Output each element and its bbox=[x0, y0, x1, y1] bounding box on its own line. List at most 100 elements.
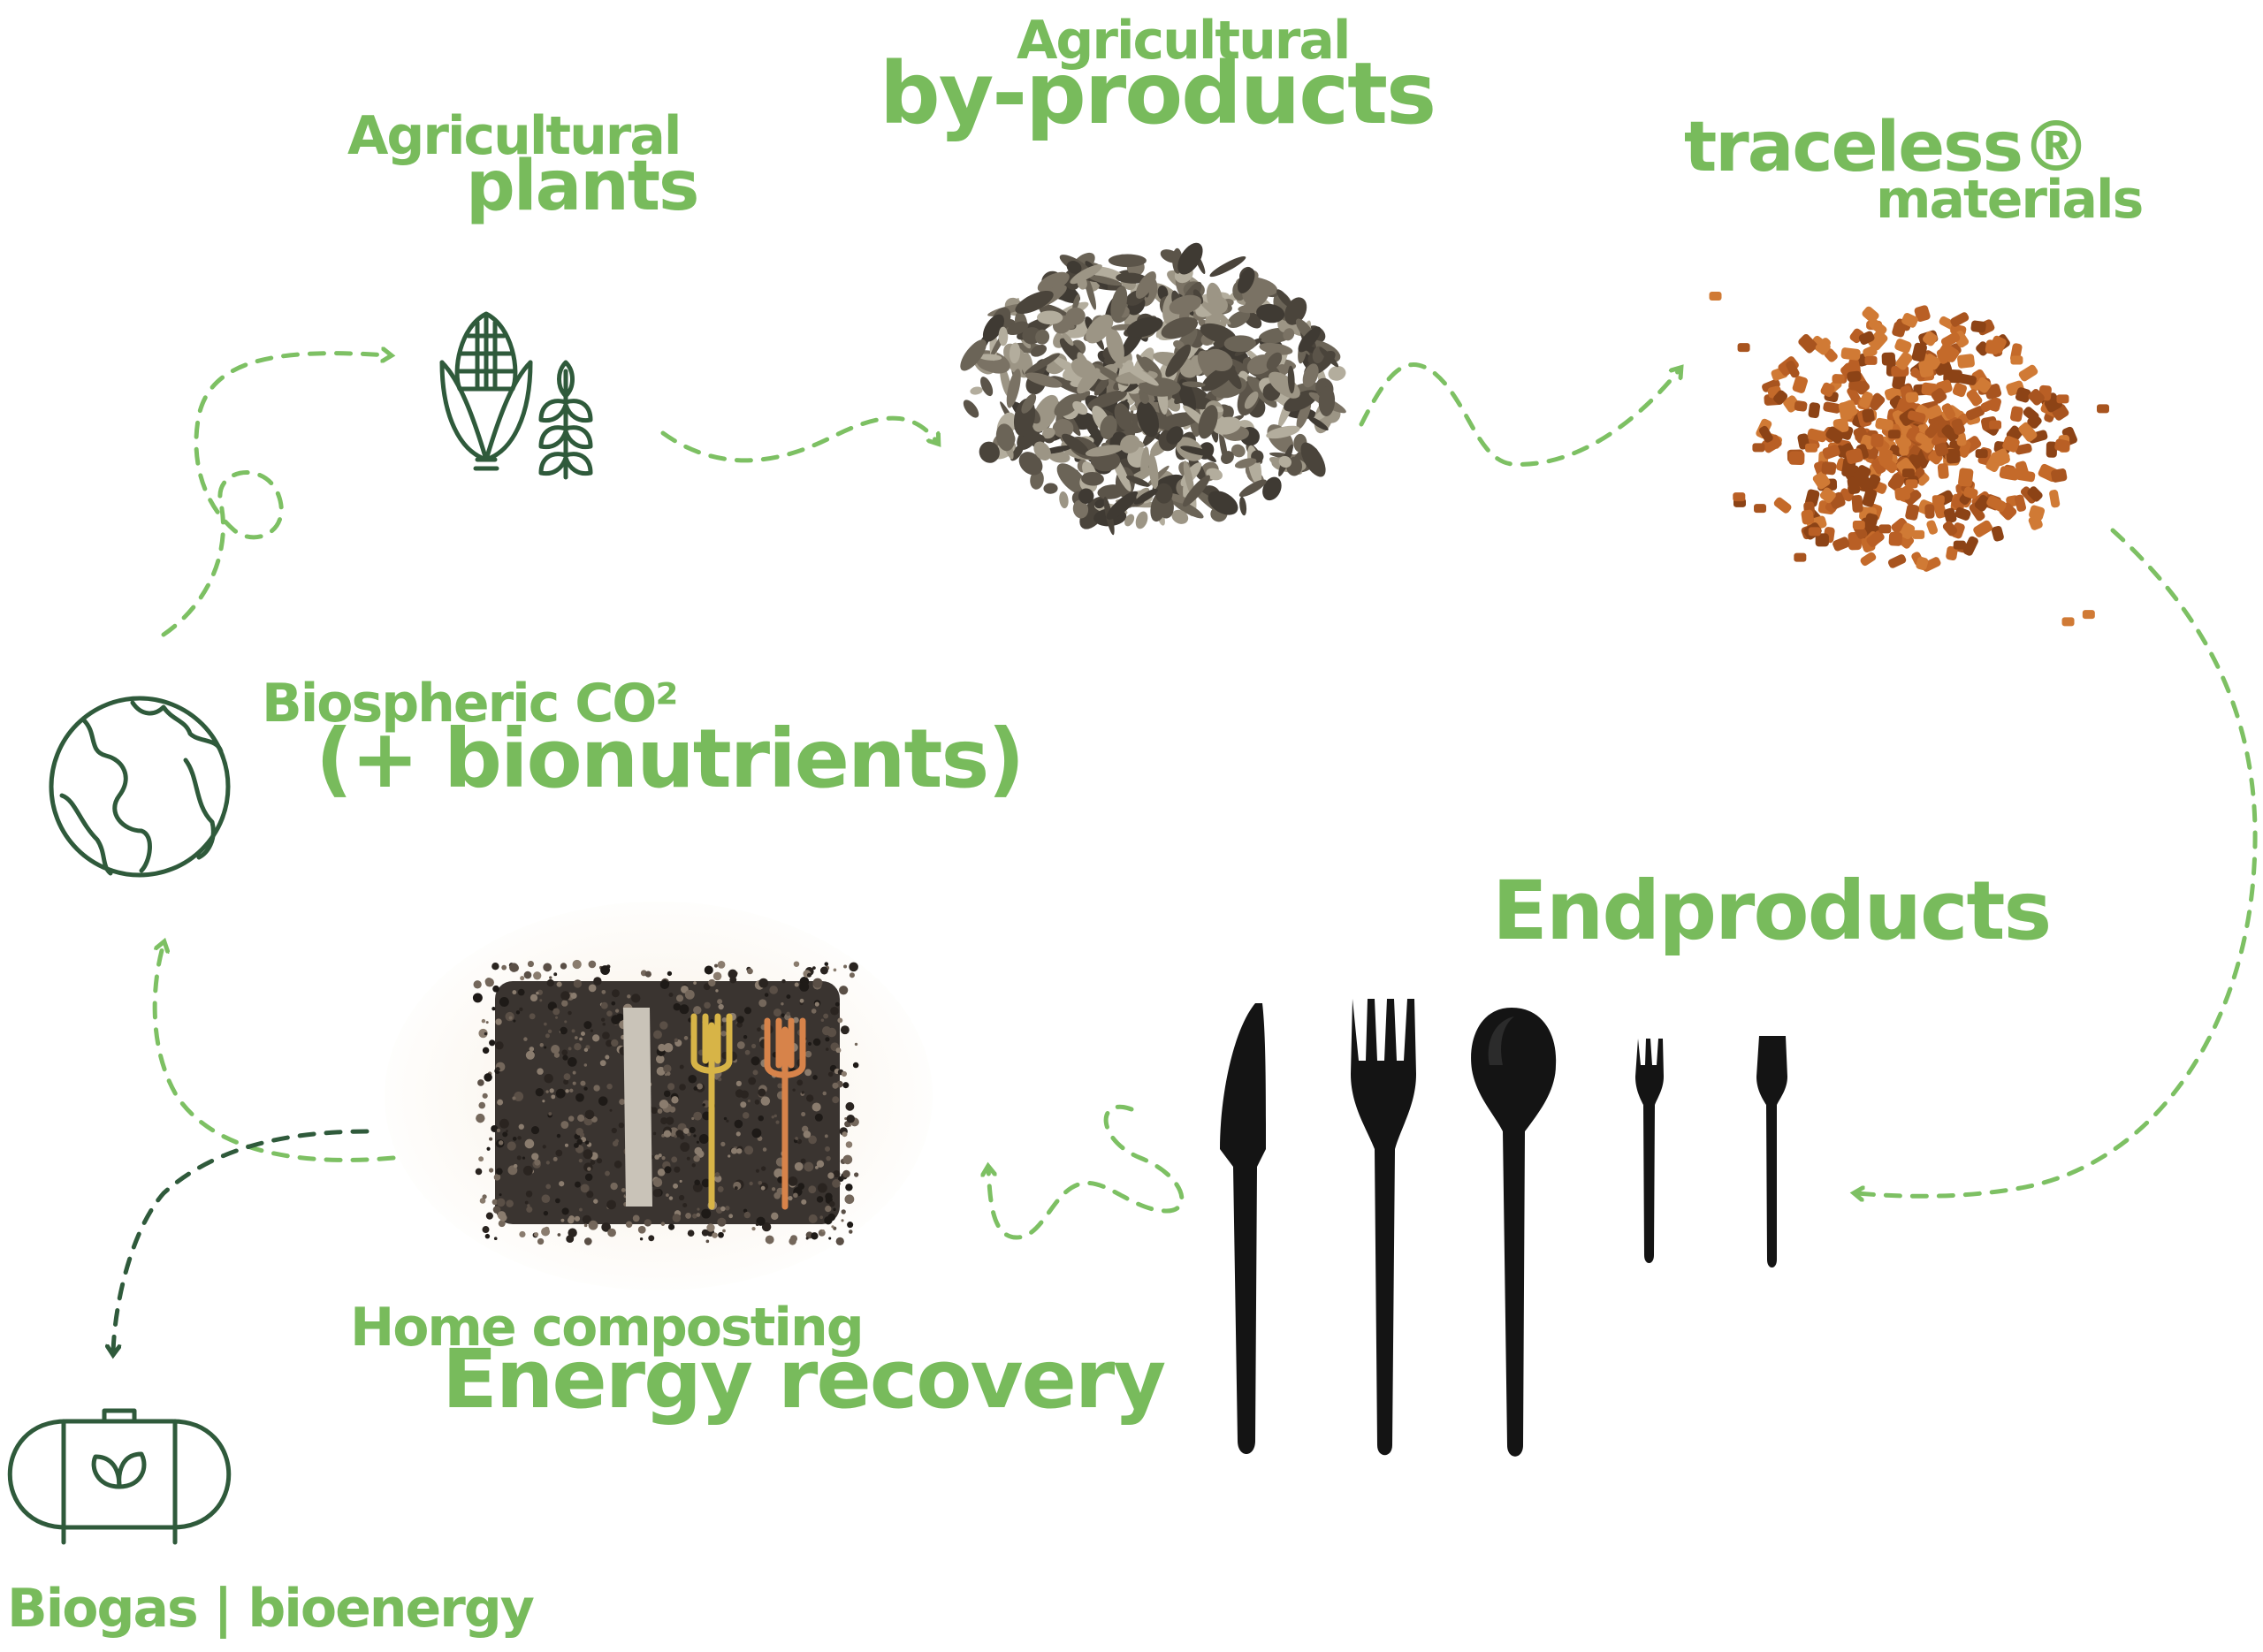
soil-speck bbox=[758, 1088, 766, 1097]
soil-speck bbox=[845, 1101, 855, 1111]
pellet bbox=[1887, 554, 1907, 568]
pellet bbox=[1963, 486, 1978, 499]
soil-speck bbox=[562, 1054, 568, 1061]
soil-speck bbox=[666, 1116, 674, 1125]
soil-speck bbox=[771, 1115, 775, 1119]
soil-speck bbox=[827, 1213, 835, 1222]
soil-speck bbox=[546, 978, 554, 987]
pellet bbox=[1892, 321, 1907, 338]
soil-speck bbox=[534, 1159, 541, 1166]
pellet bbox=[1957, 373, 1977, 385]
soil-speck bbox=[611, 1039, 619, 1047]
flake bbox=[1135, 511, 1148, 529]
flake bbox=[1018, 452, 1043, 476]
pellet bbox=[1737, 343, 1750, 353]
soil-speck bbox=[473, 980, 482, 989]
soil-speck bbox=[828, 1237, 832, 1240]
soil-speck bbox=[567, 1216, 575, 1224]
soil-speck bbox=[799, 998, 804, 1003]
flake bbox=[1037, 271, 1070, 293]
flake bbox=[1124, 514, 1135, 527]
soil-speck bbox=[602, 1022, 606, 1026]
pellet bbox=[1905, 392, 1919, 403]
pellet bbox=[1918, 360, 1934, 378]
pellet bbox=[1934, 442, 1949, 457]
flake bbox=[1154, 483, 1173, 504]
pellet bbox=[1822, 445, 1840, 460]
soil-speck bbox=[568, 1010, 572, 1016]
soil-speck bbox=[761, 1222, 772, 1232]
soil-speck bbox=[757, 1027, 761, 1032]
soil-speck bbox=[551, 1094, 556, 1100]
soil-speck bbox=[552, 1008, 560, 1016]
soil-speck bbox=[748, 1077, 757, 1085]
soil-speck bbox=[841, 1070, 848, 1077]
pellet bbox=[1905, 479, 1918, 489]
soil-speck bbox=[667, 1223, 675, 1230]
pellet bbox=[1894, 339, 1912, 354]
flake bbox=[1021, 393, 1037, 414]
soil-speck bbox=[795, 1137, 798, 1140]
soil-speck bbox=[819, 1215, 824, 1220]
flake bbox=[1043, 483, 1058, 494]
soil-speck bbox=[478, 1156, 484, 1162]
flake bbox=[1085, 445, 1124, 457]
soil-speck bbox=[815, 1166, 819, 1169]
flake bbox=[1056, 463, 1088, 495]
flake bbox=[1266, 352, 1283, 370]
soil-speck bbox=[527, 960, 535, 968]
pellet bbox=[1825, 426, 1845, 444]
flake bbox=[1247, 445, 1262, 485]
soil-speck bbox=[720, 1141, 726, 1147]
soil-speck bbox=[825, 1047, 829, 1051]
flake bbox=[995, 423, 1015, 452]
soil-speck bbox=[584, 1173, 593, 1182]
soil-speck bbox=[806, 972, 811, 978]
soil-speck bbox=[592, 1034, 600, 1042]
pellet bbox=[1860, 552, 1877, 567]
soil-speck bbox=[627, 994, 631, 999]
soil-speck bbox=[580, 1080, 586, 1086]
soil-speck bbox=[583, 1063, 588, 1067]
soil-speck bbox=[579, 1207, 583, 1212]
pellet bbox=[1904, 490, 1922, 506]
endproducts-label: Endproducts bbox=[1492, 864, 2052, 958]
soil-speck bbox=[606, 1039, 613, 1047]
pellet bbox=[1773, 497, 1792, 514]
soil-speck bbox=[526, 1206, 533, 1213]
soil-speck bbox=[484, 1073, 492, 1082]
pellet bbox=[1969, 502, 1985, 521]
soil-speck bbox=[794, 982, 799, 987]
flake bbox=[1212, 416, 1241, 435]
pellet bbox=[1888, 531, 1902, 546]
soil-speck bbox=[631, 993, 641, 1003]
soil-speck bbox=[833, 1207, 836, 1212]
small-spatula-shape bbox=[1756, 1036, 1787, 1268]
soil-speck bbox=[853, 1172, 859, 1177]
soil-speck bbox=[573, 1143, 579, 1148]
soil-speck bbox=[547, 1029, 552, 1033]
soil-speck bbox=[842, 1082, 850, 1089]
pellet bbox=[1895, 352, 1913, 370]
pellet bbox=[1878, 448, 1893, 464]
soil-speck bbox=[812, 978, 823, 988]
soil-speck bbox=[789, 1237, 796, 1245]
pellet bbox=[1881, 352, 1896, 366]
soil-speck bbox=[557, 1233, 561, 1237]
soil-speck bbox=[693, 1134, 697, 1138]
pellet bbox=[2054, 438, 2070, 453]
knife-shape bbox=[1220, 1003, 1266, 1454]
soil-speck bbox=[743, 1211, 751, 1219]
soil-speck bbox=[560, 1121, 569, 1129]
soil-speck bbox=[760, 1096, 771, 1106]
soil-speck bbox=[835, 1237, 844, 1245]
soil-speck bbox=[693, 1155, 700, 1162]
soil-speck bbox=[822, 1091, 827, 1096]
soil-speck bbox=[769, 986, 778, 994]
soil-speck bbox=[612, 1140, 619, 1147]
soil-speck bbox=[541, 1194, 551, 1204]
soil-speck bbox=[639, 1237, 644, 1241]
soil-speck bbox=[655, 1054, 665, 1064]
soil-speck bbox=[847, 1222, 854, 1229]
